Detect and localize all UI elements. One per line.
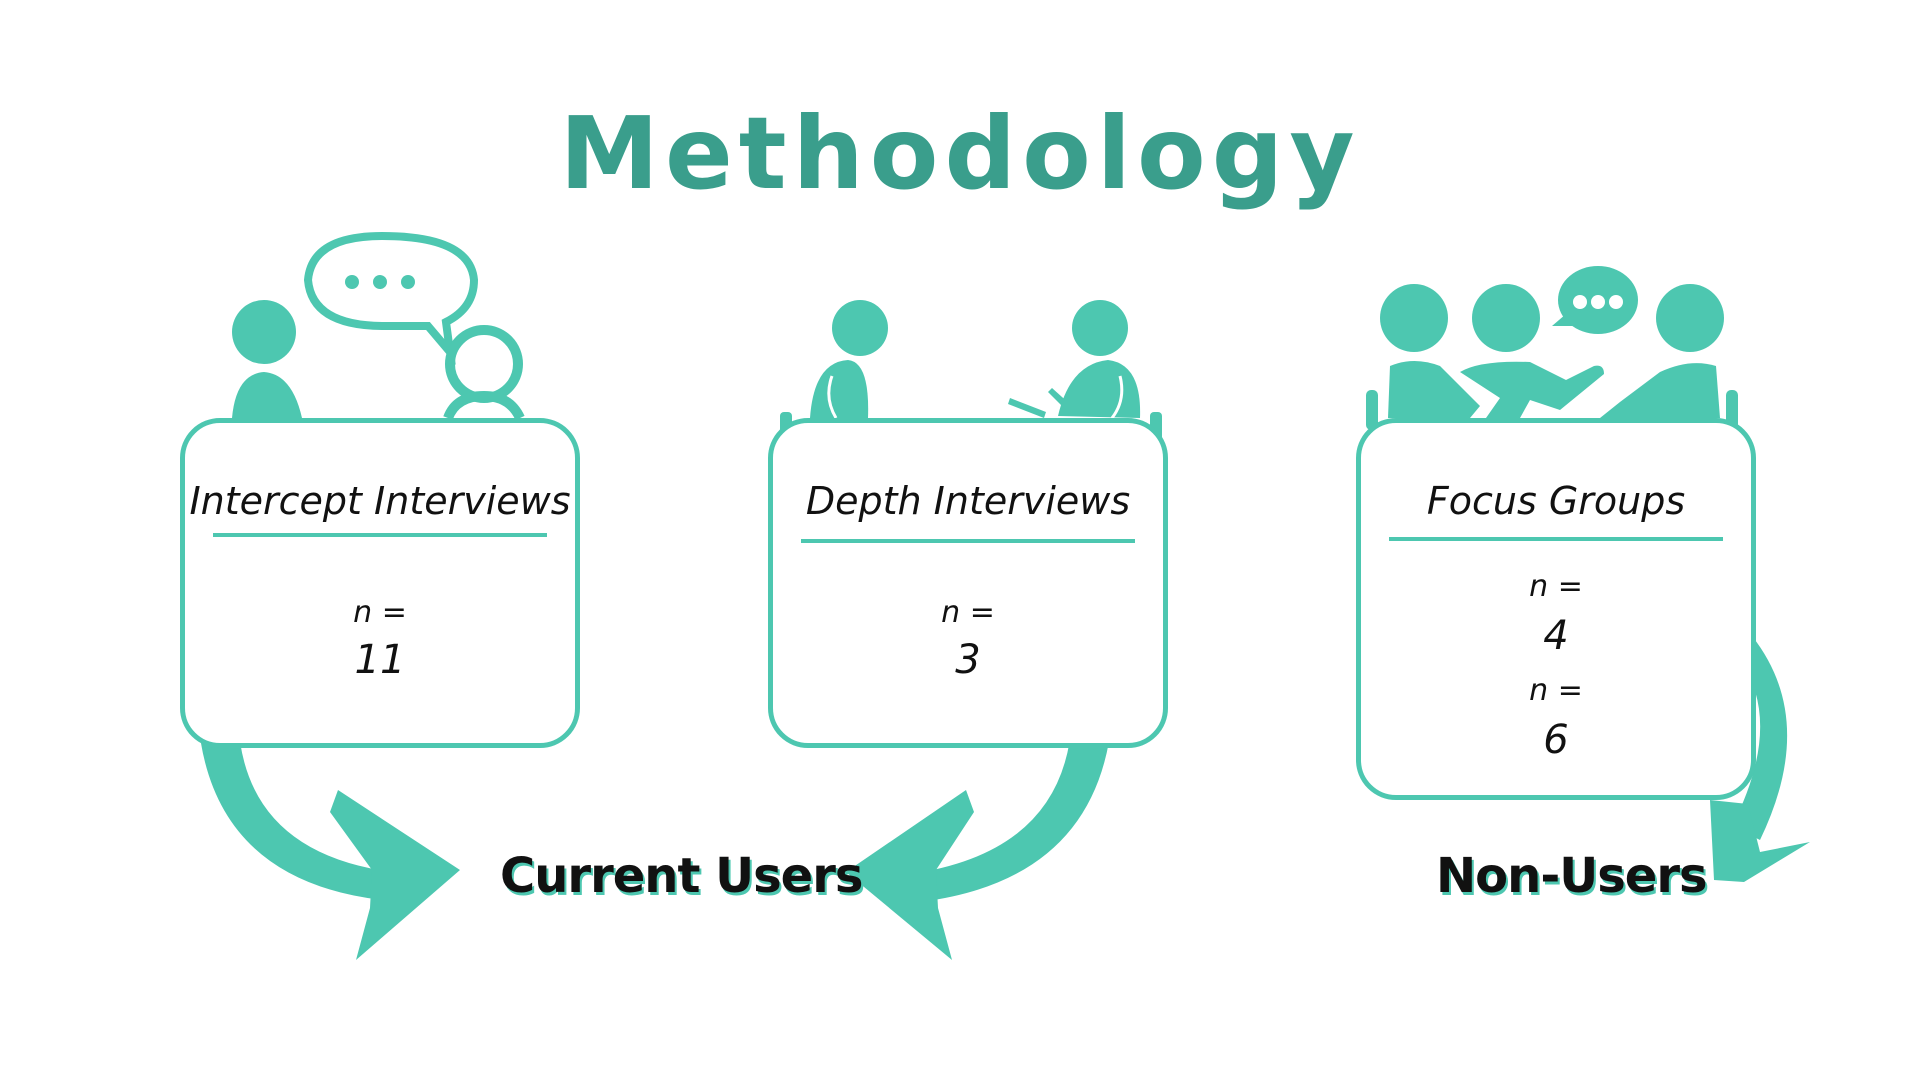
- method-title: Depth Interviews: [805, 479, 1131, 523]
- method-card-focus-groups: Focus Groups n = 4 n = 6: [1356, 418, 1756, 800]
- group-label-current-users: Current Users: [500, 848, 863, 904]
- sample-size-label: n =: [941, 595, 995, 630]
- method-title: Focus Groups: [1426, 479, 1686, 523]
- sample-size-value: 11: [354, 637, 406, 683]
- page-title: Methodology: [559, 95, 1361, 212]
- arrow-to-current-users-left: [198, 720, 460, 960]
- title-underline: [1389, 537, 1723, 541]
- sample-size-label-2: n =: [1529, 673, 1583, 708]
- group-label-non-users: Non-Users: [1436, 848, 1708, 904]
- sample-size-value: 4: [1543, 613, 1569, 659]
- method-card-depth-interviews: Depth Interviews n = 3: [768, 418, 1168, 748]
- arrow-to-non-users: [1710, 636, 1810, 882]
- sample-size-value: 3: [955, 637, 981, 683]
- interviewer-and-participant-icon: [780, 300, 1162, 442]
- two-people-speech-bubble-icon: [232, 231, 525, 421]
- group-discussion-icon: [1366, 266, 1738, 430]
- title-underline: [213, 533, 547, 537]
- sample-size-label: n =: [1529, 569, 1583, 604]
- arrow-to-current-users-right: [846, 720, 1112, 960]
- method-card-intercept-interviews: Intercept Interviews n = 11: [180, 418, 580, 748]
- sample-size-value-2: 6: [1543, 717, 1569, 763]
- method-title: Intercept Interviews: [189, 479, 571, 523]
- sample-size-label: n =: [353, 595, 407, 630]
- title-underline: [801, 539, 1135, 543]
